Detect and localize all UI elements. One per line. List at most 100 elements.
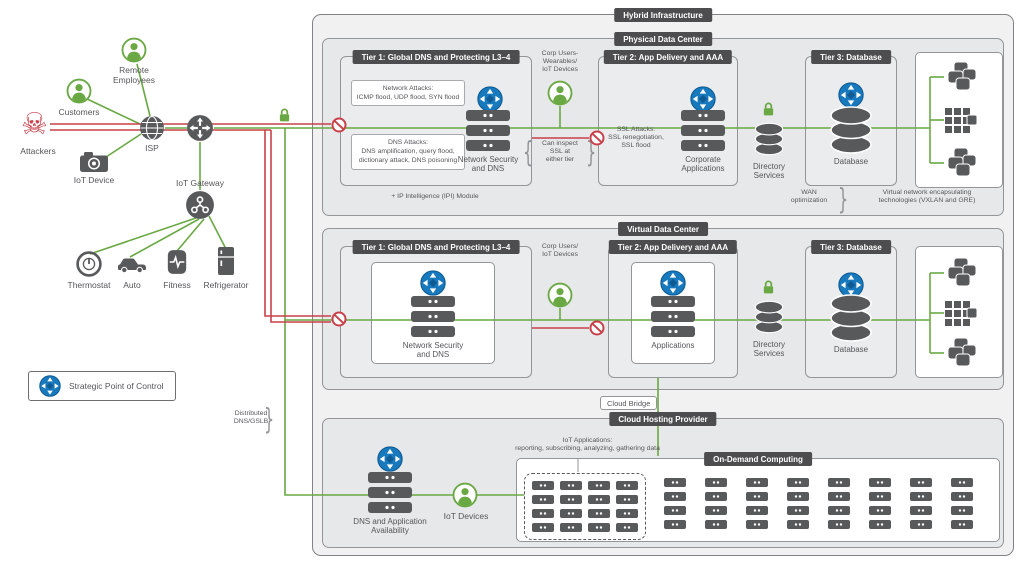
server-icon <box>664 520 686 529</box>
server-icon <box>532 523 554 532</box>
server-icon <box>787 478 809 487</box>
blocked-attack-icon-virtual-tier2 <box>589 320 605 336</box>
server-icon <box>616 481 638 490</box>
network-attacks-note: Network Attacks: ICMP flood, UDP flood, … <box>351 80 465 107</box>
lock-icon-physical-directory <box>762 101 775 117</box>
spoc-icon-cloud <box>377 446 403 472</box>
fitness-icon <box>166 249 188 275</box>
lock-icon-trunk <box>278 107 291 123</box>
virtual-tier1-header: Tier 1: Global DNS and Protecting L3–4 <box>352 240 520 254</box>
auto-label: Auto <box>123 280 141 290</box>
blocked-attack-icon-physical-tier2 <box>589 130 605 146</box>
dns-app-availability-stack-icon <box>368 472 412 514</box>
iot-device-label: IoT Device <box>73 175 115 185</box>
server-icon <box>869 520 891 529</box>
server-icon <box>951 492 973 501</box>
distributed-dns-gslb-label: Distributed DNS/GSLB <box>233 410 269 426</box>
attackers-skull-icon: ☠ <box>21 107 48 142</box>
network-security-dns-stack-icon-virtual <box>411 296 455 338</box>
physical-data-center-header: Physical Data Center <box>614 32 712 46</box>
thermostat-label: Thermostat <box>67 280 111 290</box>
applications-label: Applications <box>651 341 695 350</box>
cluster-icon <box>943 338 977 368</box>
server-icon <box>910 492 932 501</box>
server-icon <box>746 478 768 487</box>
virtual-data-center-header: Virtual Data Center <box>618 222 708 236</box>
cluster-icon <box>943 62 977 92</box>
server-icon <box>664 478 686 487</box>
network-security-dns-label-virtual: Network Security and DNS <box>402 341 464 360</box>
server-icon <box>910 506 932 515</box>
server-icon <box>828 478 850 487</box>
virtual-tier3-header: Tier 3: Database <box>811 240 891 254</box>
corp-users-physical-label: Corp Users- Wearables/ IoT Devices <box>541 50 579 74</box>
auto-icon <box>117 256 147 274</box>
cluster-icon <box>943 258 977 288</box>
dns-attacks-note: DNS Attacks: DNS amplification, query fl… <box>351 134 465 170</box>
server-icon <box>588 509 610 518</box>
server-icon <box>951 478 973 487</box>
server-icon <box>532 481 554 490</box>
server-icon <box>787 520 809 529</box>
on-demand-dashed-grid <box>524 473 646 540</box>
directory-services-virtual-icon <box>754 298 784 336</box>
isp-label: ISP <box>145 143 159 153</box>
cloud-bridge-label: Cloud Bridge <box>600 396 658 410</box>
spoc-icon-physical-tier1 <box>477 86 503 112</box>
server-icon <box>787 492 809 501</box>
network-security-dns-label: Network Security and DNS <box>457 155 519 174</box>
dns-app-availability-label: DNS and Application Availability <box>353 517 427 536</box>
physical-tier1-header: Tier 1: Global DNS and Protecting L3–4 <box>352 50 520 64</box>
wan-optimization-label: WAN optimization <box>790 189 828 205</box>
corp-users-physical-icon <box>547 80 573 106</box>
physical-tier3-header: Tier 3: Database <box>811 50 891 64</box>
spoc-icon-virtual-tier1 <box>420 270 446 296</box>
server-icon <box>910 520 932 529</box>
refrigerator-icon <box>217 247 235 275</box>
brace-icon: } <box>264 401 275 436</box>
iot-applications-note: IoT Applications: reporting, subscribing… <box>515 437 660 453</box>
server-icon <box>560 509 582 518</box>
lock-icon-virtual-directory <box>762 279 775 295</box>
applications-stack-icon <box>651 296 695 338</box>
server-icon <box>616 509 638 518</box>
server-icon <box>951 520 973 529</box>
hybrid-infrastructure-header: Hybrid Infrastructure <box>614 8 712 22</box>
on-demand-main-grid <box>664 478 973 529</box>
strategic-point-of-control-icon <box>39 375 61 397</box>
server-icon <box>664 506 686 515</box>
server-icon <box>705 520 727 529</box>
vxlan-gre-label: Virtual network encapsulating technologi… <box>878 189 976 205</box>
legend-label: Strategic Point of Control <box>69 381 164 391</box>
database-virtual-icon <box>829 294 873 342</box>
server-icon <box>588 481 610 490</box>
server-icon <box>616 523 638 532</box>
server-icon <box>828 506 850 515</box>
database-physical-icon <box>829 106 873 154</box>
network-security-dns-stack-icon <box>466 110 510 152</box>
customers-label: Customers <box>58 107 100 117</box>
fitness-label: Fitness <box>163 280 191 290</box>
legend-box: Strategic Point of Control <box>28 371 176 401</box>
server-icon <box>532 495 554 504</box>
iot-device-camera-icon <box>80 152 108 172</box>
directory-services-physical-icon <box>754 120 784 158</box>
iot-gateway-label: IoT Gateway <box>175 178 225 188</box>
on-demand-computing-header: On-Demand Computing <box>704 452 812 466</box>
server-icon <box>746 506 768 515</box>
server-icon <box>869 478 891 487</box>
server-icon <box>560 481 582 490</box>
directory-services-physical-label: Directory Services <box>752 162 785 181</box>
cluster-icon <box>943 148 977 178</box>
corporate-applications-stack-icon <box>681 110 725 152</box>
spoc-icon-virtual-tier2 <box>660 270 686 296</box>
server-icon <box>828 520 850 529</box>
iot-devices-cloud-label: IoT Devices <box>443 511 489 521</box>
server-icon <box>532 509 554 518</box>
spoc-icon-physical-tier2 <box>690 86 716 112</box>
attackers-label: Attackers <box>20 146 56 156</box>
blocked-attack-icon-virtual-tier1 <box>331 311 347 327</box>
refrigerator-label: Refrigerator <box>203 280 249 290</box>
server-icon <box>664 492 686 501</box>
